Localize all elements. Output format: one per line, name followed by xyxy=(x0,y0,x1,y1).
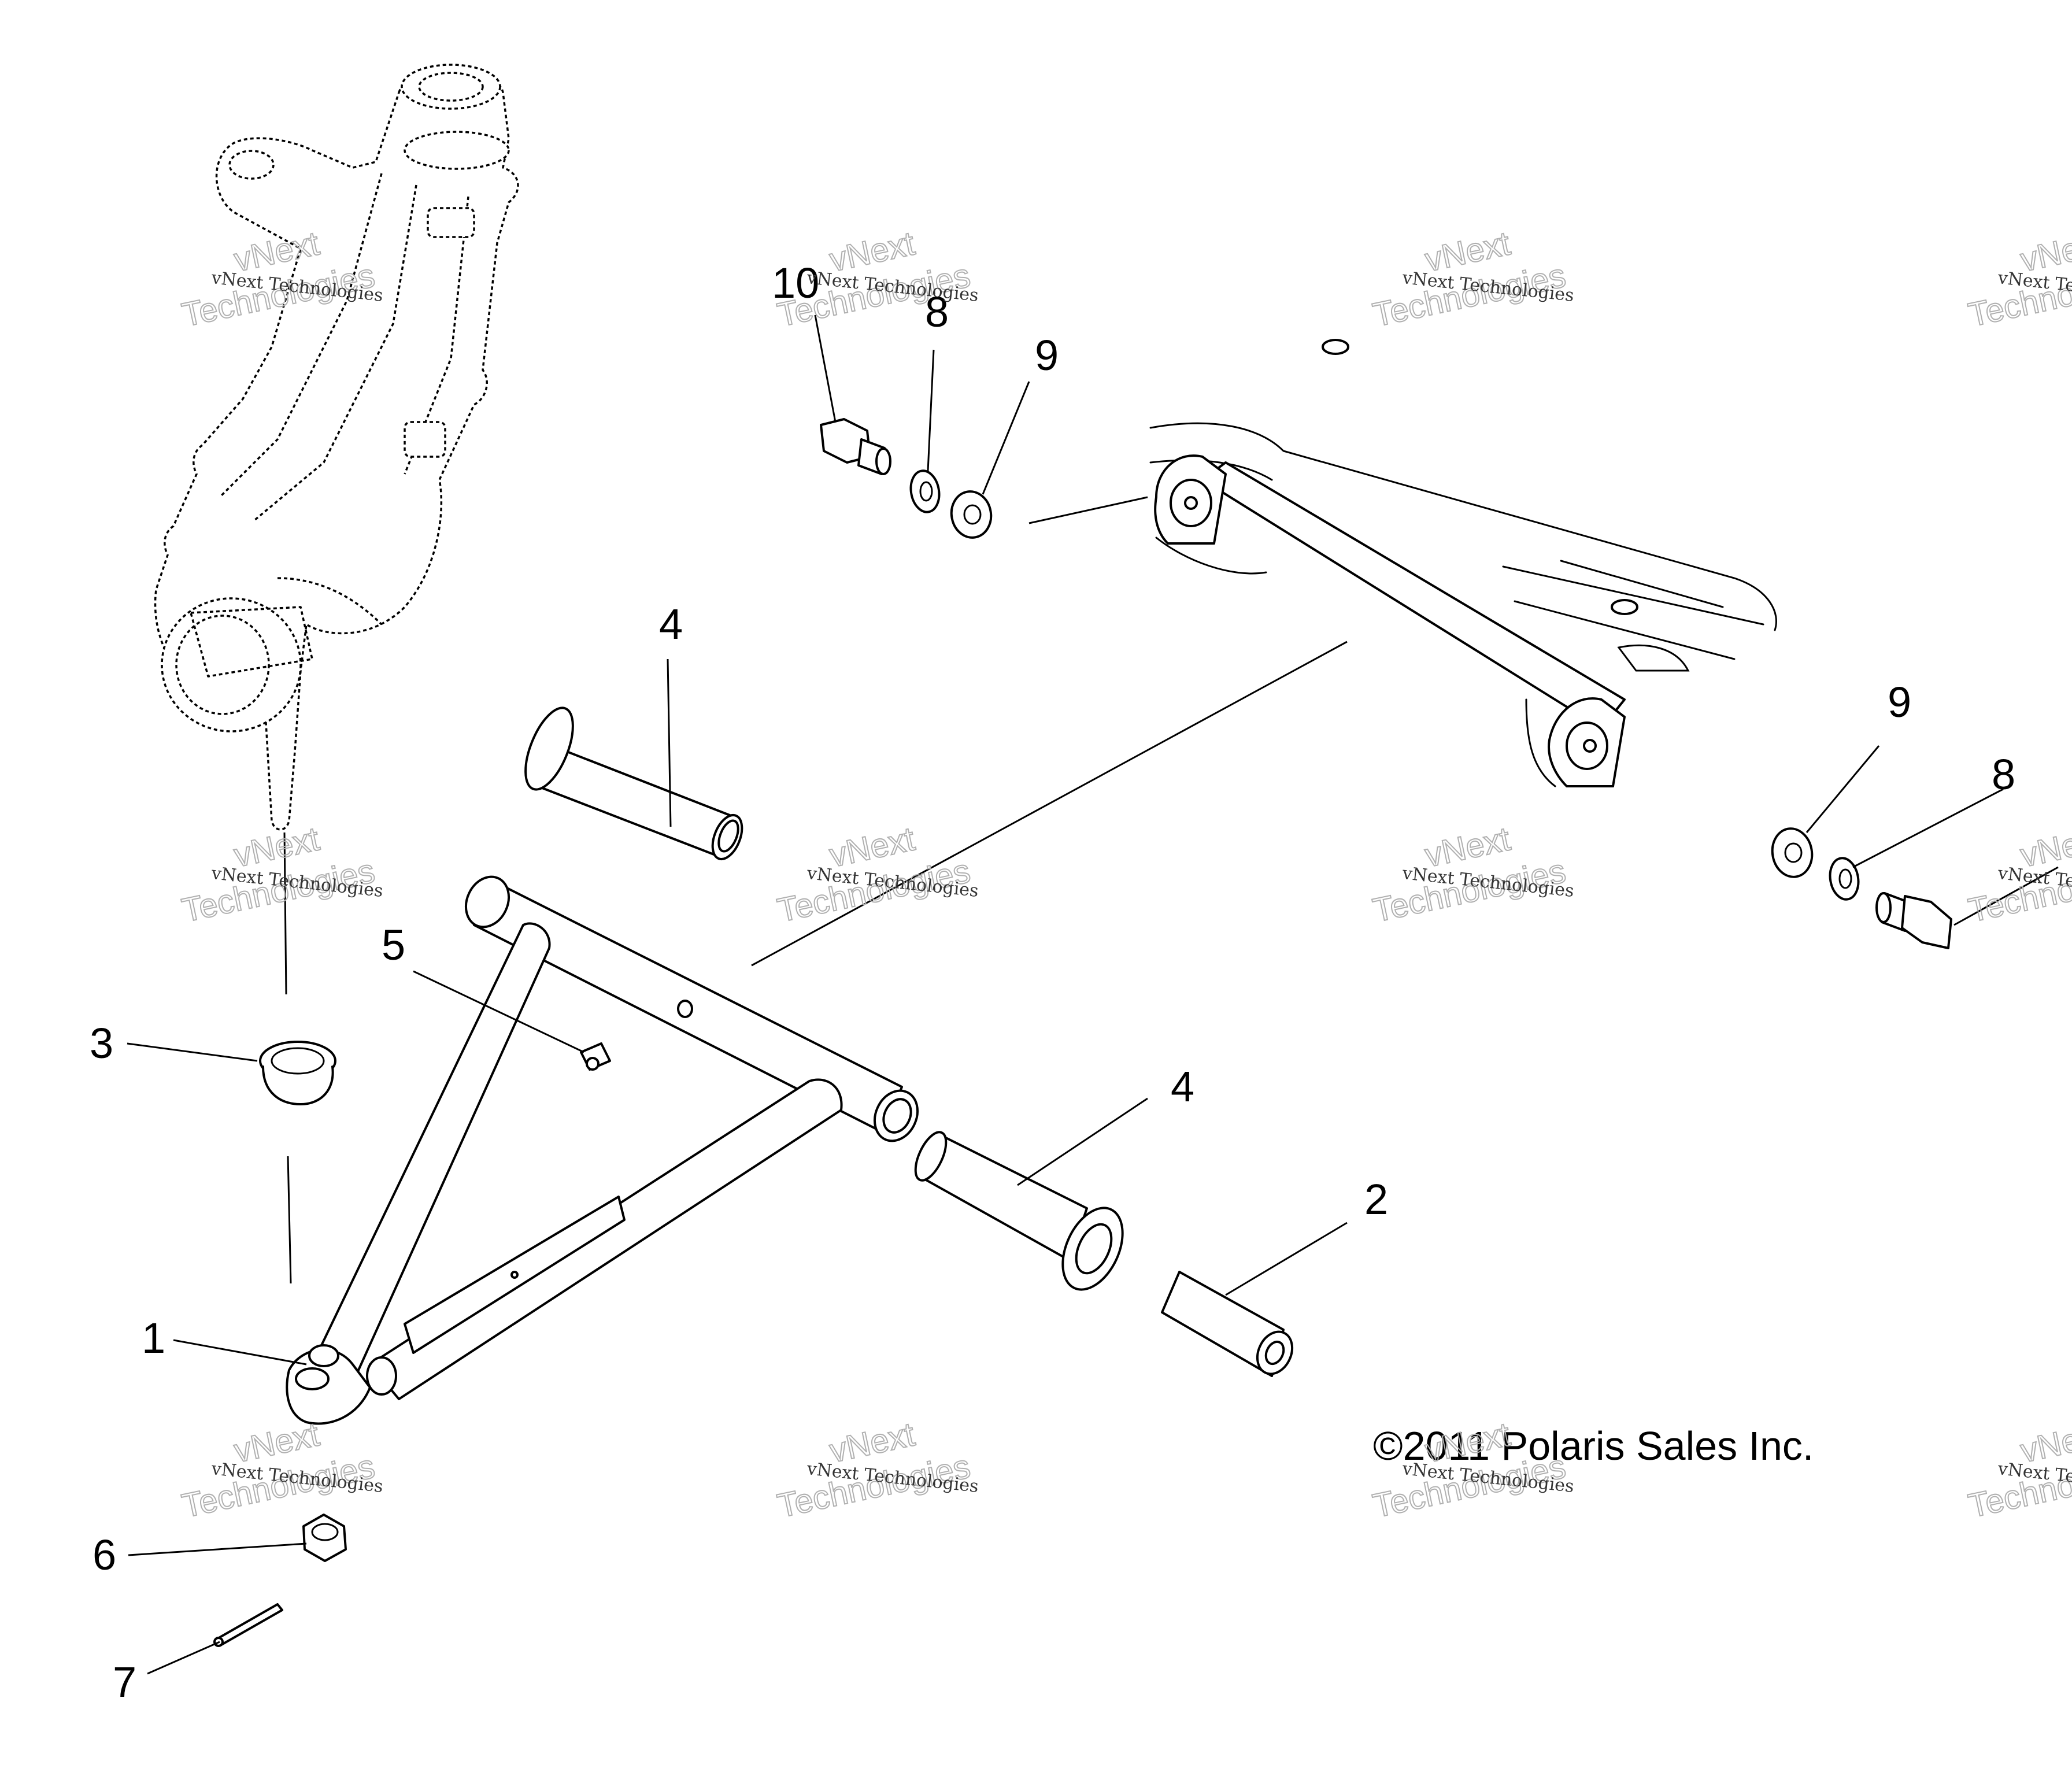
bolt-lower xyxy=(1875,892,1952,949)
callout-8-upper: 8 xyxy=(925,288,949,336)
grease-fitting xyxy=(580,1042,611,1071)
callout-4-upper: 4 xyxy=(659,600,683,648)
callout-5: 5 xyxy=(382,921,405,969)
bolt-upper xyxy=(820,418,891,475)
pivot-shaft xyxy=(1161,1271,1294,1377)
bushing-lower xyxy=(914,1131,1124,1291)
a-arm xyxy=(286,875,919,1425)
callout-2: 2 xyxy=(1364,1175,1388,1223)
steering-knuckle xyxy=(154,64,519,831)
lock-washer-upper xyxy=(909,469,941,513)
dust-seal xyxy=(259,1041,336,1105)
frame-bracket xyxy=(1149,339,1777,787)
lock-washer-lower xyxy=(1829,857,1860,901)
callout-9-upper: 9 xyxy=(1035,331,1059,379)
callout-8-lower: 8 xyxy=(1992,750,2015,798)
callout-3: 3 xyxy=(90,1019,113,1067)
callout-6: 6 xyxy=(92,1531,116,1579)
callout-7: 7 xyxy=(113,1658,136,1706)
flat-washer-upper xyxy=(950,490,993,539)
cotter-pin xyxy=(213,1603,283,1647)
callout-1: 1 xyxy=(142,1314,165,1362)
flat-washer-lower xyxy=(1771,827,1814,878)
callout-10: 10 xyxy=(772,259,819,307)
leader-lines xyxy=(127,314,2004,1675)
copyright-notice: ©2011 Polaris Sales Inc. xyxy=(1373,1423,1814,1468)
callouts: 1 2 3 4 4 5 6 7 8 8 9 9 10 xyxy=(90,259,2015,1706)
bushing-upper xyxy=(524,706,743,860)
castle-nut xyxy=(302,1514,347,1562)
callout-9-lower: 9 xyxy=(1888,678,1911,726)
callout-4-lower: 4 xyxy=(1171,1063,1194,1111)
